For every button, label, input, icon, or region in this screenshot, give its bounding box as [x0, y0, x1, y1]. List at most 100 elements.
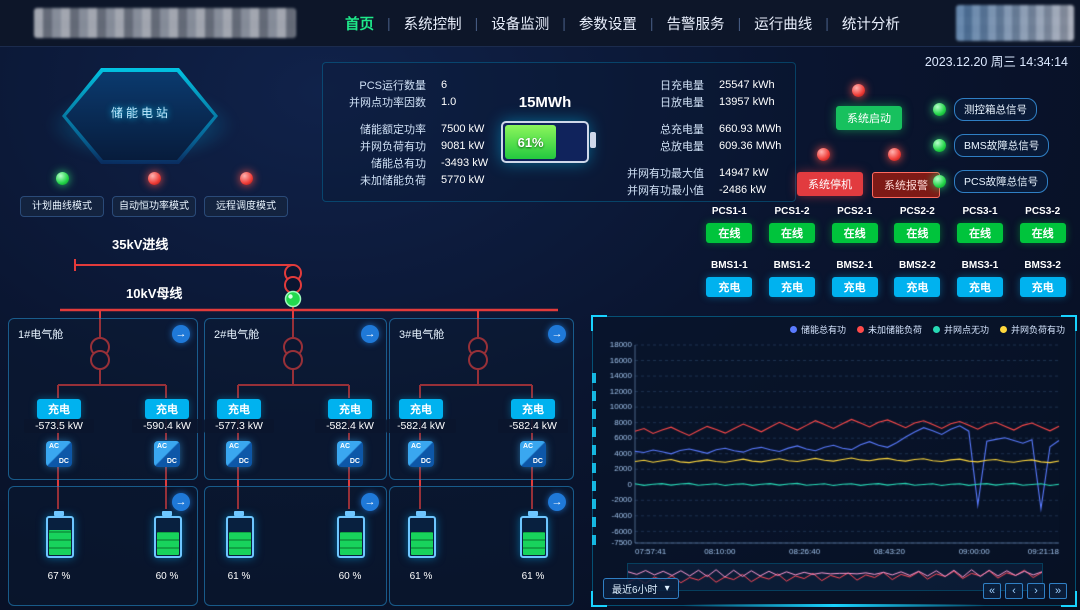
- nav-separator: |: [387, 15, 391, 31]
- system-stop-button[interactable]: 系统停机: [797, 172, 863, 196]
- legend-item[interactable]: 未加储能负荷: [856, 323, 922, 336]
- legend-item[interactable]: 储能总有功: [789, 323, 846, 336]
- system-start-button[interactable]: 系统启动: [836, 106, 902, 130]
- pcs-status-button[interactable]: 在线: [894, 223, 941, 243]
- pager-last-button[interactable]: »: [1049, 583, 1067, 599]
- mode-label: 远程调度模式: [204, 196, 288, 217]
- single-line-diagram: 35kV进线 10kV母线 1#电气舱 → 充电 充电 -573.5 kW -5…: [8, 237, 574, 606]
- pcs-status-button[interactable]: 在线: [831, 223, 878, 243]
- branch-power-value: -582.4 kW: [498, 419, 568, 433]
- pcs-status-button[interactable]: 在线: [1019, 223, 1066, 243]
- station-3d-graphic: 储能电站: [46, 60, 236, 174]
- pcs-name: PCS3-1: [962, 206, 998, 217]
- battery-detail-button[interactable]: →: [361, 493, 379, 511]
- nav-statistics[interactable]: 统计分析: [841, 16, 900, 33]
- stat-label: PCS运行数量: [359, 80, 426, 92]
- battery-detail-button[interactable]: →: [548, 493, 566, 511]
- mode-plan-curve[interactable]: 计划曲线模式: [20, 172, 104, 217]
- bms-name: BMS3-2: [1024, 260, 1061, 271]
- time-range-select[interactable]: 最近6小时 ▾: [603, 578, 679, 599]
- bms-status-button[interactable]: 充电: [706, 277, 753, 297]
- pager-next-button[interactable]: ›: [1027, 583, 1045, 599]
- branch-power-value: -573.5 kW: [24, 419, 94, 433]
- chart-navigator[interactable]: [627, 563, 1043, 591]
- bms-status-button[interactable]: 充电: [768, 277, 815, 297]
- trend-chart[interactable]: [601, 339, 1065, 557]
- signal-label: PCS故障总信号: [954, 170, 1049, 193]
- legend-item[interactable]: 并网点无功: [932, 323, 989, 336]
- nav-home[interactable]: 首页: [345, 16, 374, 33]
- pager-first-button[interactable]: «: [983, 583, 1001, 599]
- chart-pager: « ‹ › »: [983, 583, 1067, 599]
- nav-system-control[interactable]: 系统控制: [403, 16, 462, 33]
- battery-detail-button[interactable]: →: [172, 493, 190, 511]
- bms-name: BMS2-1: [836, 260, 873, 271]
- ac-label: AC: [523, 443, 534, 450]
- stat-value: 25547 kWh: [719, 79, 775, 91]
- panel-corner: [1061, 315, 1077, 331]
- logo-blurred-right: [956, 5, 1074, 41]
- nav-operation-curves[interactable]: 运行曲线: [754, 16, 813, 33]
- nav-separator: |: [649, 15, 654, 31]
- stat-label: 并网有功最小值: [627, 185, 704, 197]
- branch-status-button[interactable]: 充电: [145, 399, 189, 419]
- dc-label: DC: [349, 458, 360, 465]
- bms-status-button[interactable]: 充电: [956, 277, 1003, 297]
- cabin-title: 2#电气舱: [214, 329, 260, 341]
- cabin-detail-button[interactable]: →: [548, 325, 566, 343]
- battery-cell-icon: [154, 511, 182, 558]
- branch-status-button[interactable]: 充电: [511, 399, 555, 419]
- battery-soc-label: 67 %: [47, 571, 71, 582]
- battery-panel-3: → 61 % 61 %: [389, 486, 574, 606]
- nav-parameter-settings[interactable]: 参数设置: [578, 16, 637, 33]
- status-dot-green: [55, 172, 69, 185]
- pcs-status-button[interactable]: 在线: [956, 223, 1003, 243]
- ac-label: AC: [411, 443, 422, 450]
- bms-name: BMS3-1: [961, 260, 999, 271]
- nav-alarm-service[interactable]: 告警服务: [666, 16, 725, 33]
- system-alarm-button[interactable]: 系统报警: [872, 172, 940, 198]
- stat-label: 储能额定功率: [360, 124, 426, 136]
- cabin-detail-button[interactable]: →: [172, 325, 190, 343]
- arrow-right-icon: →: [364, 496, 376, 508]
- bms-name: BMS1-1: [710, 260, 748, 271]
- bms-status-button[interactable]: 充电: [894, 277, 941, 297]
- signal-pcs-fault: PCS故障总信号: [933, 170, 1049, 193]
- battery-icon: 61%: [501, 121, 596, 163]
- pager-prev-button[interactable]: ‹: [1005, 583, 1023, 599]
- branch-power-value: -577.3 kW: [204, 419, 274, 433]
- soc-summary: 15MWh 61%: [497, 94, 596, 163]
- bms-status-button[interactable]: 充电: [1019, 277, 1066, 297]
- nav-separator: |: [737, 15, 742, 31]
- bms-status-button[interactable]: 充电: [831, 277, 878, 297]
- panel-corner: [1061, 591, 1077, 607]
- nav-device-monitor[interactable]: 设备监测: [491, 16, 550, 33]
- bus-label: 10kV母线: [126, 286, 183, 301]
- stat-value: 13957 kWh: [719, 96, 775, 108]
- mode-remote-dispatch[interactable]: 远程调度模式: [204, 172, 288, 217]
- cabin-detail-button[interactable]: →: [361, 325, 379, 343]
- pcs-status-button[interactable]: 在线: [706, 223, 753, 243]
- branch-status-button[interactable]: 充电: [399, 399, 443, 419]
- stat-value: 9081 kW: [441, 140, 485, 152]
- ac-label: AC: [49, 443, 60, 450]
- stop-status-dot: [817, 148, 830, 161]
- legend-item[interactable]: 并网负荷有功: [999, 323, 1065, 336]
- pcs-name: PCS1-1: [711, 206, 747, 217]
- branch-status-button[interactable]: 充电: [217, 399, 261, 419]
- battery-panel-1: → 67 % 60 %: [8, 486, 198, 606]
- branch-status-button[interactable]: 充电: [328, 399, 372, 419]
- mode-auto-constant-power[interactable]: 自动恒功率模式: [112, 172, 196, 217]
- pcs-status-button[interactable]: 在线: [768, 223, 815, 243]
- signal-bms-fault: BMS故障总信号: [933, 134, 1050, 157]
- chart-legend[interactable]: 储能总有功未加储能负荷并网点无功并网负荷有功: [789, 323, 1065, 336]
- branch-status-button[interactable]: 充电: [37, 399, 81, 419]
- stat-value: -2486 kW: [719, 184, 767, 196]
